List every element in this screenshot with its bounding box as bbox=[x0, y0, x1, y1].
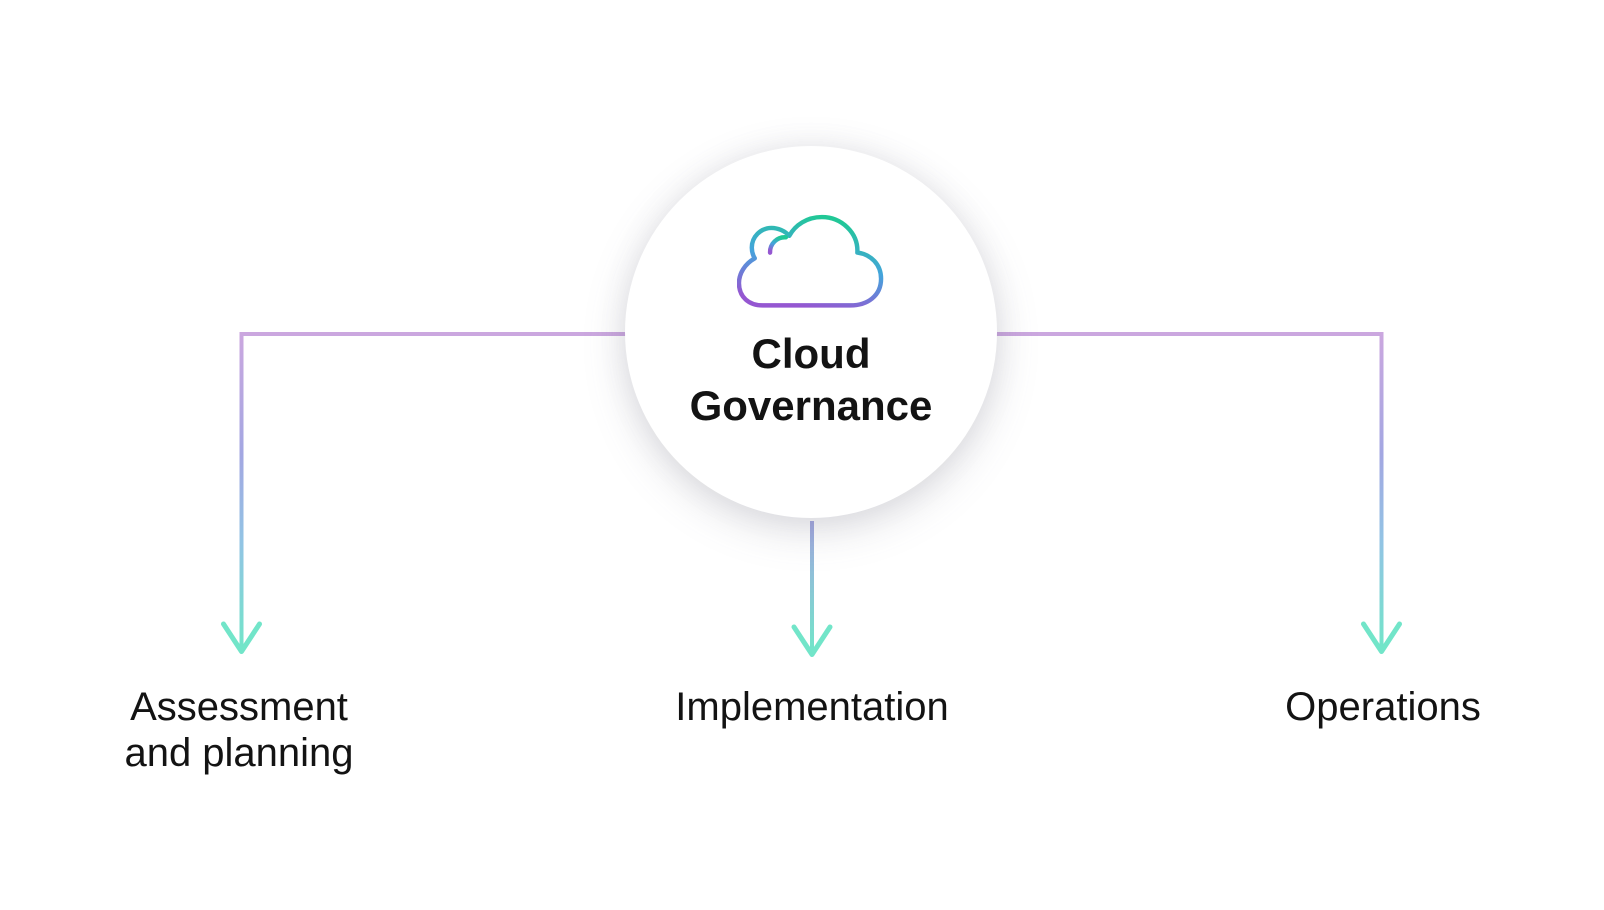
branch-label-operations: Operations bbox=[1285, 685, 1481, 729]
connector-left-line bbox=[239, 332, 800, 650]
hub-title: Cloud Governance bbox=[689, 330, 933, 429]
branch-label-assessment-and-planning: Assessment and planning bbox=[124, 685, 354, 775]
arrowhead-middle-icon bbox=[791, 624, 833, 657]
arrowhead-left-icon bbox=[221, 621, 262, 654]
hub-circle: Cloud Governance bbox=[625, 146, 997, 518]
cloud-outline bbox=[737, 214, 884, 308]
branch-label-implementation: Implementation bbox=[675, 685, 949, 729]
cloud-inner-arc bbox=[767, 235, 789, 255]
arrowhead-right-icon bbox=[1361, 621, 1402, 654]
cloud-icon bbox=[737, 214, 884, 308]
connector-right-line bbox=[824, 332, 1384, 650]
